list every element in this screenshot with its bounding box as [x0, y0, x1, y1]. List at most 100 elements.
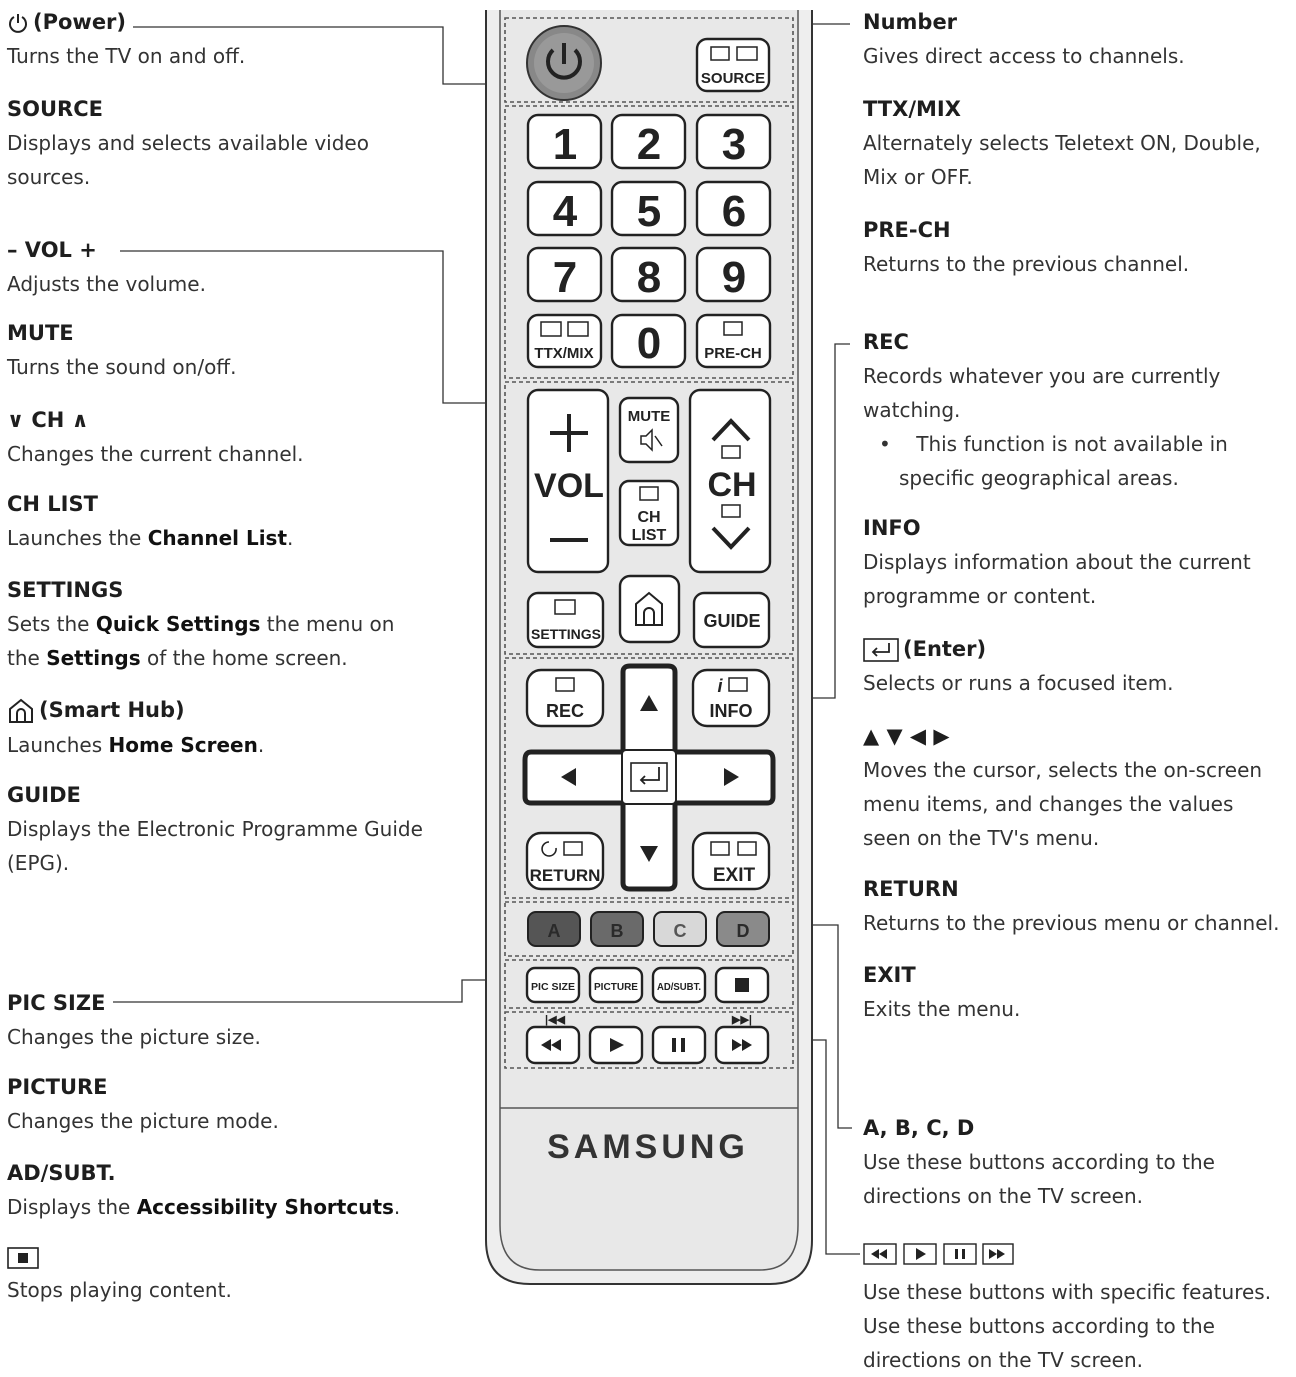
source-desc: SOURCE Displays and selects available vi… [7, 96, 407, 194]
number-4-button[interactable]: 4 [526, 180, 603, 237]
stop-button[interactable] [714, 966, 770, 1004]
arrow-keys-icon: ▲ ▼ ◀ ▶ [863, 724, 950, 748]
info-title: INFO [863, 516, 921, 540]
ch-text: Changes the current channel. [7, 442, 304, 466]
volume-rocker[interactable]: VOL [526, 388, 610, 574]
settings-text-post: of the home screen. [140, 646, 348, 670]
number-desc: Number Gives direct access to channels. [863, 9, 1283, 73]
color-key-d[interactable]: D [716, 911, 770, 947]
pic-size-label: PIC SIZE [531, 981, 575, 993]
number-3-label: 3 [722, 120, 746, 169]
picture-text: Changes the picture mode. [7, 1109, 279, 1133]
guide-desc: GUIDE Displays the Electronic Programme … [7, 782, 437, 880]
picture-desc: PICTURE Changes the picture mode. [7, 1074, 437, 1138]
adsubt-text-pre: Displays the [7, 1195, 137, 1219]
mute-title: MUTE [7, 321, 74, 345]
power-desc: (Power) Turns the TV on and off. [7, 9, 437, 73]
picture-button[interactable]: PICTURE [588, 966, 644, 1004]
down-arrow-icon[interactable] [640, 846, 658, 862]
return-label: RETURN [530, 866, 601, 885]
number-title: Number [863, 10, 958, 34]
pre-ch-button[interactable]: PRE-CH [695, 313, 772, 369]
color-keys: A B C D [527, 911, 770, 947]
rec-text: Records whatever you are currently watch… [863, 364, 1221, 422]
ttx-desc: TTX/MIX Alternately selects Teletext ON,… [863, 96, 1263, 194]
adsubt-text-post: . [393, 1195, 401, 1219]
number-8-button[interactable]: 8 [610, 246, 687, 303]
channel-rocker[interactable]: CH [688, 388, 772, 574]
vol-desc: – VOL + Adjusts the volume. [7, 237, 437, 301]
smarthub-desc: (Smart Hub) Launches Home Screen. [7, 697, 437, 762]
source-title: SOURCE [7, 97, 103, 121]
stop-desc: Stops playing content. [7, 1247, 437, 1307]
vol-label: VOL [534, 467, 604, 505]
number-9-button[interactable]: 9 [695, 246, 772, 303]
number-6-button[interactable]: 6 [695, 180, 772, 237]
pic-size-button[interactable]: PIC SIZE [525, 966, 581, 1004]
mute-button[interactable]: MUTE [618, 396, 680, 464]
number-7-button[interactable]: 7 [526, 246, 603, 303]
right-arrow-icon[interactable] [724, 768, 739, 786]
ch-list-button[interactable]: CH LIST [618, 479, 680, 547]
exit-title: EXIT [863, 963, 916, 987]
rewind-button[interactable] [525, 1025, 581, 1065]
settings-title: SETTINGS [7, 578, 124, 602]
return-title: RETURN [863, 877, 959, 901]
number-5-button[interactable]: 5 [610, 180, 687, 237]
ttx-text: Alternately selects Teletext ON, Double,… [863, 131, 1261, 189]
source-button[interactable]: SOURCE [695, 37, 771, 93]
up-arrow-icon[interactable] [640, 695, 658, 711]
color-key-c[interactable]: C [653, 911, 707, 947]
vol-text: Adjusts the volume. [7, 272, 206, 296]
exit-text: Exits the menu. [863, 997, 1021, 1021]
pause-button[interactable] [651, 1025, 707, 1065]
fast-forward-button[interactable] [714, 1025, 770, 1065]
pre-ch-label: PRE-CH [704, 345, 762, 362]
left-arrow-icon[interactable] [561, 768, 576, 786]
enter-desc: (Enter) Selects or runs a focused item. [863, 636, 1283, 700]
power-button[interactable] [526, 25, 602, 101]
guide-text: Displays the Electronic Programme Guide … [7, 817, 423, 875]
callout-line-power [133, 26, 505, 85]
exit-button[interactable]: EXIT [691, 831, 771, 891]
color-key-b[interactable]: B [590, 911, 644, 947]
ttx-title: TTX/MIX [863, 97, 961, 121]
svg-text:i: i [717, 676, 723, 696]
play-button[interactable] [588, 1025, 644, 1065]
info-button[interactable]: i INFO [691, 668, 771, 728]
smarthub-title: (Smart Hub) [39, 698, 185, 722]
directional-pad[interactable] [522, 663, 776, 892]
return-button[interactable]: RETURN [525, 831, 605, 891]
number-3-button[interactable]: 3 [695, 113, 772, 170]
smart-hub-button[interactable] [618, 574, 681, 644]
color-key-d-label: D [737, 921, 750, 941]
color-key-b-label: B [611, 921, 624, 941]
picsize-text: Changes the picture size. [7, 1025, 261, 1049]
rec-title: REC [863, 330, 909, 354]
number-0-button[interactable]: 0 [610, 313, 687, 369]
enter-button[interactable] [621, 749, 677, 805]
number-2-button[interactable]: 2 [610, 113, 687, 170]
return-text: Returns to the previous menu or channel. [863, 911, 1280, 935]
callout-line-abcd [790, 924, 852, 1129]
info-text: Displays information about the current p… [863, 550, 1251, 608]
picsize-title: PIC SIZE [7, 991, 106, 1015]
power-title: (Power) [33, 10, 127, 34]
settings-desc: SETTINGS Sets the Quick Settings the men… [7, 577, 407, 675]
guide-button[interactable]: GUIDE [692, 591, 771, 649]
svg-text:▶▶|: ▶▶| [731, 1014, 752, 1026]
enter-icon [863, 638, 899, 662]
settings-text-bold2: Settings [46, 646, 141, 670]
adsubt-desc: AD/SUBT. Displays the Accessibility Shor… [7, 1160, 437, 1224]
exit-desc: EXIT Exits the menu. [863, 962, 1283, 1026]
chlist-text-pre: Launches the [7, 526, 148, 550]
info-desc: INFO Displays information about the curr… [863, 515, 1283, 613]
settings-button[interactable]: SETTINGS [526, 591, 605, 649]
color-key-a[interactable]: A [527, 911, 581, 947]
rec-button[interactable]: REC [525, 668, 605, 728]
ad-subt-button[interactable]: AD/SUBT. [651, 966, 707, 1004]
ttx-mix-button[interactable]: TTX/MIX [526, 313, 603, 369]
number-1-button[interactable]: 1 [526, 113, 603, 170]
enter-title: (Enter) [903, 637, 987, 661]
